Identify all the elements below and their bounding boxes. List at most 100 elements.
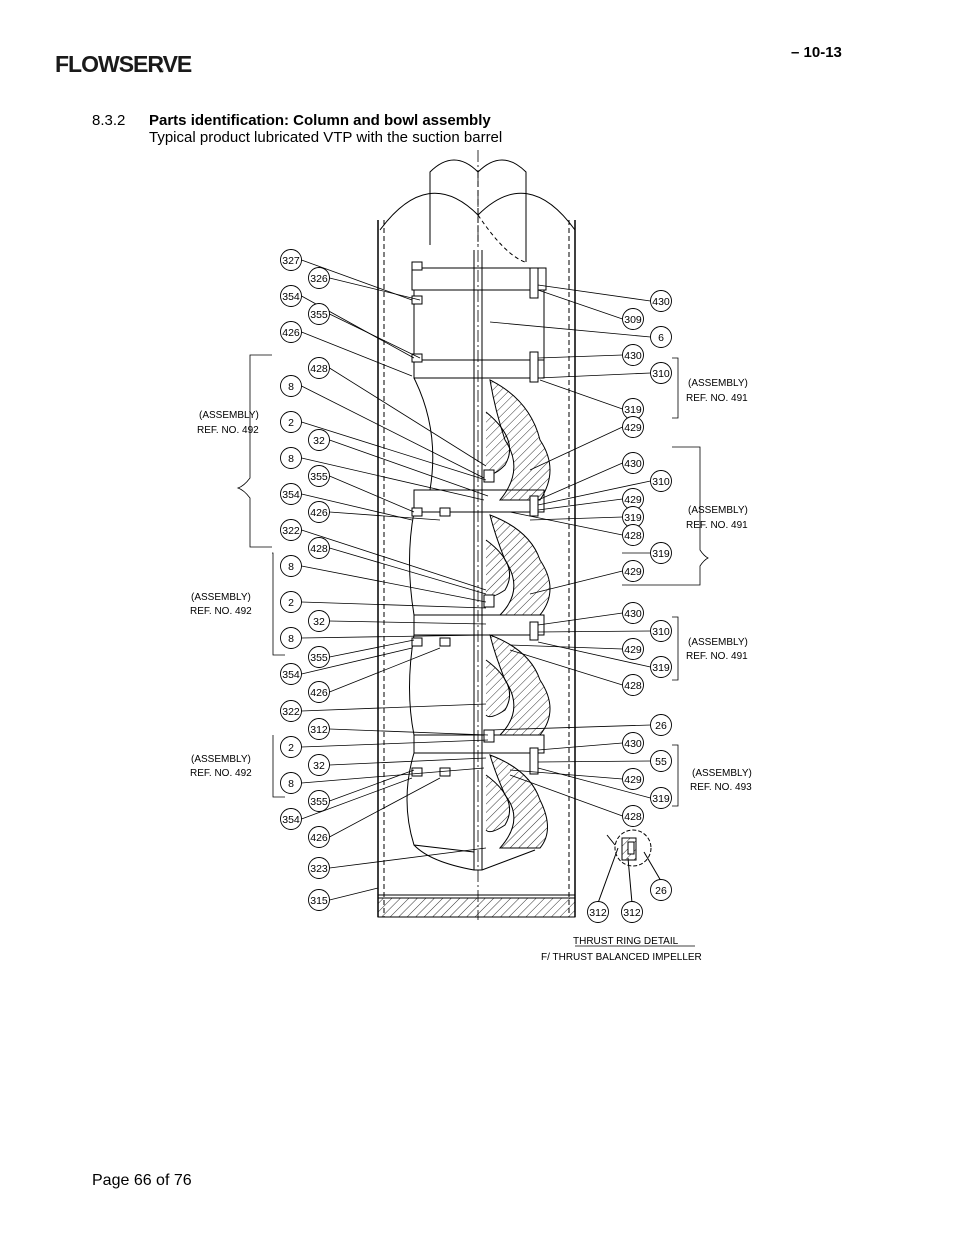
callout-426: 426 [310, 687, 328, 699]
assembly-label: REF. NO. 492 [197, 425, 259, 436]
leader-line [301, 703, 487, 712]
assembly-label: REF. NO. 492 [190, 606, 252, 617]
leader-line [509, 769, 623, 780]
leader-line [509, 511, 623, 536]
leader-line [301, 457, 485, 501]
callout-310-circle [650, 470, 672, 492]
callout-355: 355 [310, 471, 328, 483]
callout-354: 354 [282, 814, 300, 826]
leader-line [329, 769, 415, 802]
callout-430: 430 [652, 296, 670, 308]
leader-line [329, 439, 489, 497]
callout-8: 8 [288, 381, 294, 393]
assembly-label: (ASSEMBLY) [688, 505, 748, 516]
assembly-label: (ASSEMBLY) [191, 592, 251, 603]
callout-309-circle [622, 308, 644, 330]
leader-line [329, 728, 489, 736]
callout-430: 430 [624, 608, 642, 620]
callout-309: 309 [624, 314, 642, 326]
leader-line [329, 777, 441, 838]
shaft [473, 250, 483, 870]
callout-428-circle [622, 805, 644, 827]
callout-319: 319 [624, 404, 642, 416]
leader-line [537, 630, 651, 633]
callout-319: 319 [624, 512, 642, 524]
callout-326: 326 [310, 273, 328, 285]
callout-8-circle [280, 627, 302, 649]
callout-426-circle [308, 501, 330, 523]
leader-line [529, 516, 623, 521]
leader-line [301, 777, 413, 820]
detail-caption: F/ THRUST BALANCED IMPELLER [541, 952, 702, 963]
callout-430: 430 [624, 350, 642, 362]
leader-line [301, 739, 489, 748]
callout-355: 355 [310, 652, 328, 664]
callout-32-circle [308, 429, 330, 451]
callout-326-circle [308, 267, 330, 289]
leader-line [301, 601, 487, 609]
callout-430: 430 [624, 458, 642, 470]
callout-429: 429 [624, 422, 642, 434]
callout-428-circle [622, 674, 644, 696]
callout-8-circle [280, 375, 302, 397]
callout-426: 426 [310, 507, 328, 519]
callout-354-circle [280, 663, 302, 685]
callout-55-circle [650, 750, 672, 772]
callout-355: 355 [310, 796, 328, 808]
leader-line [537, 767, 651, 799]
leader-line [329, 847, 487, 869]
callout-426-circle [280, 321, 302, 343]
callout-312-circle [621, 901, 643, 923]
callout-310-circle [650, 362, 672, 384]
callout-354: 354 [282, 489, 300, 501]
callout-2: 2 [288, 417, 294, 429]
callout-2-circle [280, 736, 302, 758]
leader-line [301, 565, 487, 603]
column-pipe [379, 159, 576, 263]
leader-line [329, 887, 379, 901]
callout-2: 2 [288, 742, 294, 754]
callout-429-circle [622, 416, 644, 438]
leader-line [509, 644, 623, 650]
suction-barrel [377, 220, 576, 918]
leader-line [537, 284, 651, 302]
callout-322: 322 [282, 706, 300, 718]
section-title: Parts identification: Column and bowl as… [149, 112, 491, 129]
callout-319: 319 [652, 662, 670, 674]
callout-26-circle [650, 879, 672, 901]
callout-312: 312 [623, 907, 641, 919]
assembly-label: (ASSEMBLY) [191, 754, 251, 765]
callout-310: 310 [652, 476, 670, 488]
callout-2-circle [280, 411, 302, 433]
callout-354-circle [280, 285, 302, 307]
registered-mark-icon: ® [159, 69, 164, 75]
assembly-label: REF. NO. 492 [190, 768, 252, 779]
assembly-label: (ASSEMBLY) [688, 637, 748, 648]
callout-355-circle [308, 646, 330, 668]
callout-354: 354 [282, 669, 300, 681]
callout-312: 312 [589, 907, 607, 919]
callout-428: 428 [310, 543, 328, 555]
callout-429: 429 [624, 644, 642, 656]
callout-8: 8 [288, 561, 294, 573]
callout-8-circle [280, 772, 302, 794]
bowl-assembly [406, 267, 551, 871]
callout-430-circle [622, 732, 644, 754]
callout-428: 428 [310, 363, 328, 375]
callout-32: 32 [313, 760, 325, 772]
callout-354-circle [280, 483, 302, 505]
callout-32-circle [308, 754, 330, 776]
callout-327: 327 [282, 255, 300, 267]
assembly-label: REF. NO. 491 [686, 651, 748, 662]
leader-line [537, 372, 651, 379]
callout-322: 322 [282, 525, 300, 537]
section-number: 8.3.2 [92, 112, 126, 129]
leader-line [301, 331, 413, 377]
callout-6: 6 [658, 332, 664, 344]
callout-312-circle [308, 718, 330, 740]
leader-line [539, 379, 623, 410]
leader-line [537, 612, 623, 626]
callout-26-circle [650, 714, 672, 736]
callout-2: 2 [288, 597, 294, 609]
